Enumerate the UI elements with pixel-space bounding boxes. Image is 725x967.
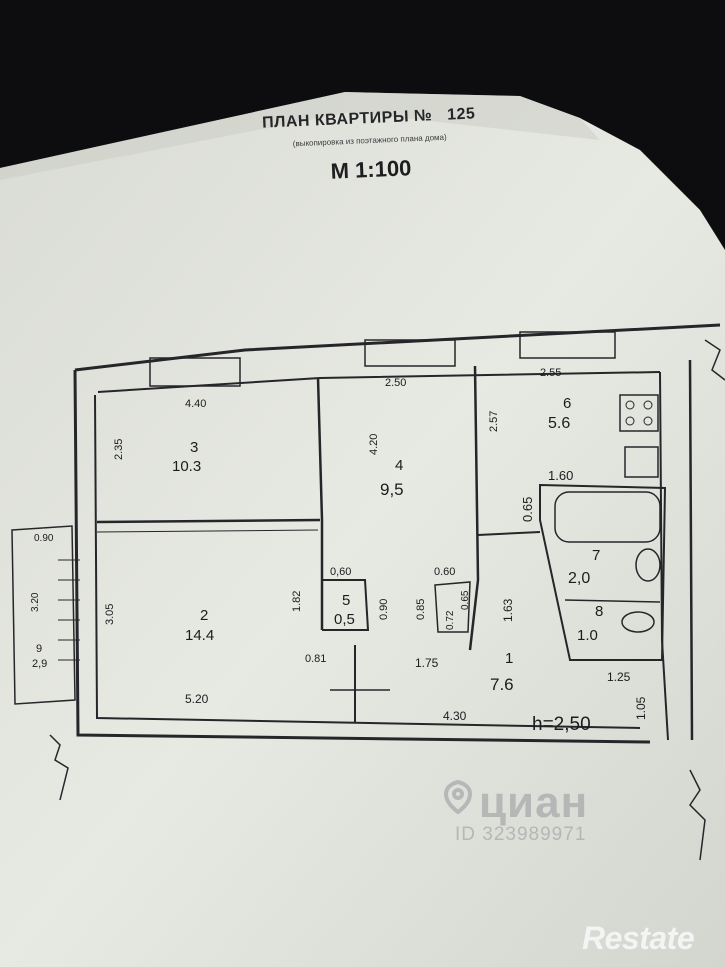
dimension: 3.05	[104, 604, 116, 625]
room-number: 1	[505, 650, 513, 667]
room-area: 14.4	[185, 627, 214, 644]
room-number: 4	[395, 457, 403, 474]
room-area: 2,9	[32, 658, 47, 670]
room-area: 7.6	[490, 675, 514, 694]
dimension: 4.30	[443, 709, 467, 723]
room-number: 5	[342, 592, 350, 609]
dimension: 0.90	[378, 599, 390, 620]
dimension: 0,60	[330, 566, 351, 578]
room-area: 10.3	[172, 458, 201, 475]
room-area: 2,0	[568, 570, 590, 587]
dimension: 0.81	[305, 653, 326, 665]
dimension: 4.40	[185, 398, 206, 410]
dimension: 0.65	[460, 590, 471, 610]
location-pin-icon	[444, 779, 472, 815]
restate-logo: Restate	[582, 920, 695, 956]
room-area: 0,5	[334, 611, 355, 628]
dimension: 1.63	[501, 598, 515, 622]
dimension: 2.57	[488, 411, 500, 432]
room-number: 2	[200, 607, 208, 624]
dimension: 0.90	[34, 533, 54, 544]
room-number: 8	[595, 603, 603, 620]
dimension: 0.65	[520, 497, 535, 522]
dimension: 0.72	[445, 610, 456, 630]
dimension: 4.20	[368, 434, 380, 455]
cian-watermark: циан ID 323989971	[455, 778, 588, 846]
room-number: 9	[36, 643, 42, 655]
room-area: 9,5	[380, 480, 404, 499]
dimension: 1.05	[634, 696, 648, 720]
watermark-id: ID 323989971	[455, 824, 587, 845]
dimension: 3.20	[30, 592, 41, 612]
room-area: 5.6	[548, 415, 570, 432]
watermark-brand: циан	[479, 778, 589, 827]
dimension: 5.20	[185, 692, 209, 706]
apartment-number: 125	[446, 105, 476, 124]
dimension: 1.25	[607, 670, 631, 684]
room-area: 1.0	[577, 627, 598, 644]
dimension: 1.60	[548, 468, 573, 483]
dimension: 2.50	[385, 377, 406, 389]
dimension: 2.35	[113, 439, 125, 460]
plan-walls	[11, 323, 725, 861]
paper	[0, 92, 725, 967]
dimension: 1.75	[415, 656, 439, 670]
room-labels: 3 10.3 4 9,5 6 5.6 2 14.4 5 0,5 1 7.6 7 …	[32, 395, 603, 694]
room-number: 7	[592, 547, 600, 564]
dimension: 1.82	[291, 591, 303, 612]
dimension: 0.85	[415, 599, 427, 620]
dimension-labels: 4.40 2.50 2.55 2.35 4.20 2.57 1.60 0.65 …	[30, 367, 648, 735]
dimension: 2.55	[540, 367, 561, 379]
ceiling-height: h=2,50	[532, 714, 591, 735]
dimension: 0.60	[434, 566, 455, 578]
room-number: 6	[563, 395, 571, 412]
room-number: 3	[190, 439, 198, 456]
